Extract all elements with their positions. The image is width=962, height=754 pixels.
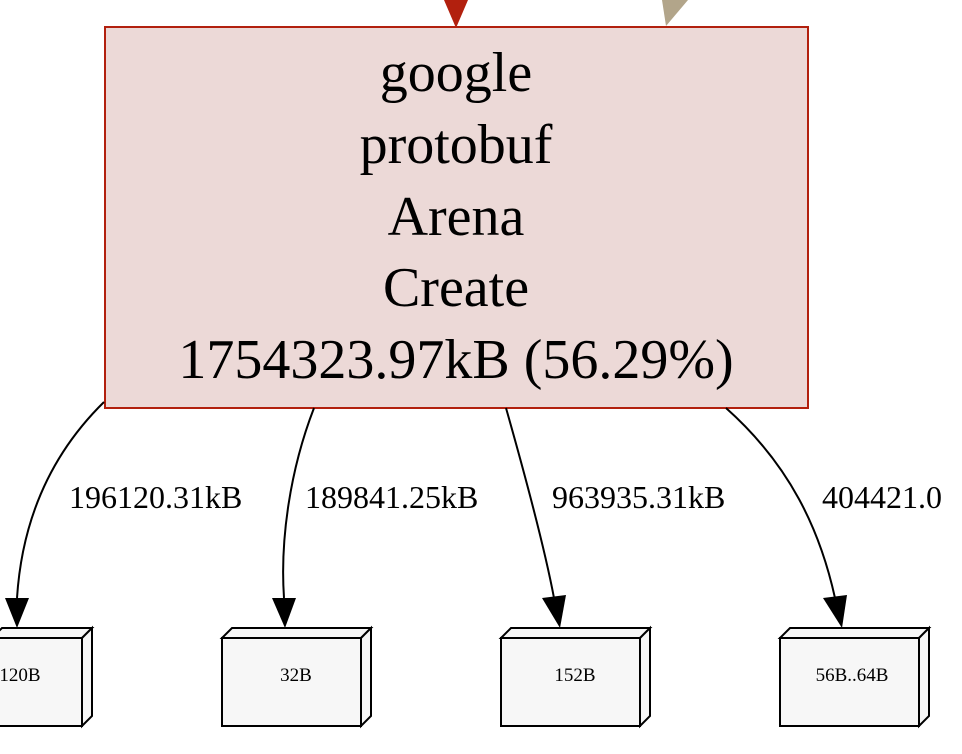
leaf-node-side — [360, 625, 372, 729]
function-node-line-4: Create — [383, 257, 529, 319]
edge-1[interactable]: 196120.31kB — [5, 401, 242, 628]
edge-3-arrowhead — [542, 595, 566, 628]
function-node-arena-create[interactable]: google protobuf Arena Create 1754323.97k… — [104, 26, 809, 409]
edge-4-arrowhead — [823, 595, 847, 628]
leaf-node-front — [779, 637, 920, 727]
edge-4[interactable]: 404421.0 — [725, 407, 942, 628]
edge-1-arrowhead — [5, 598, 29, 628]
leaf-node-front — [500, 637, 641, 727]
edge-2[interactable]: 189841.25kB — [272, 407, 478, 628]
incoming-edge-tan-arrowhead — [662, 0, 688, 26]
function-node-line-5: 1754323.97kB (56.29%) — [178, 329, 733, 391]
edge-1-label: 196120.31kB — [69, 479, 242, 515]
leaf-node-side — [918, 625, 930, 729]
leaf-node-label: 32B — [280, 665, 312, 686]
function-node-line-3: Arena — [388, 186, 525, 248]
leaf-node-top — [498, 627, 653, 639]
edge-3-label: 963935.31kB — [552, 479, 725, 515]
leaf-node-32b[interactable]: 32B — [219, 625, 374, 729]
edge-3[interactable]: 963935.31kB — [505, 407, 725, 628]
incoming-edge-red — [444, 0, 468, 28]
function-node-line-1: google — [380, 42, 532, 104]
edge-2-line — [282, 407, 315, 599]
edge-4-line — [725, 407, 836, 599]
edge-2-arrowhead — [272, 598, 296, 628]
leaf-node-top — [0, 627, 95, 639]
leaf-node-front — [0, 637, 83, 727]
edge-4-label: 404421.0 — [822, 479, 942, 515]
edge-1-line — [16, 401, 105, 599]
function-node-box — [104, 26, 809, 409]
leaf-node-label: 152B — [554, 665, 595, 686]
edge-3-line — [505, 407, 555, 599]
leaf-node-front — [221, 637, 362, 727]
leaf-node-label: 120B — [0, 665, 41, 686]
leaf-node-top — [777, 627, 932, 639]
leaf-node-120b[interactable]: 120B — [0, 625, 95, 729]
leaf-node-side — [81, 625, 93, 729]
edge-2-label: 189841.25kB — [305, 479, 478, 515]
incoming-edge-tan — [662, 0, 688, 26]
leaf-node-label: 56B..64B — [816, 665, 889, 686]
leaf-node-top — [219, 627, 374, 639]
function-node-line-2: protobuf — [360, 114, 553, 176]
leaf-node-56b-64b[interactable]: 56B..64B — [777, 625, 932, 729]
incoming-edge-red-arrowhead — [444, 0, 468, 28]
leaf-node-152b[interactable]: 152B — [498, 625, 653, 729]
leaf-node-side — [639, 625, 651, 729]
